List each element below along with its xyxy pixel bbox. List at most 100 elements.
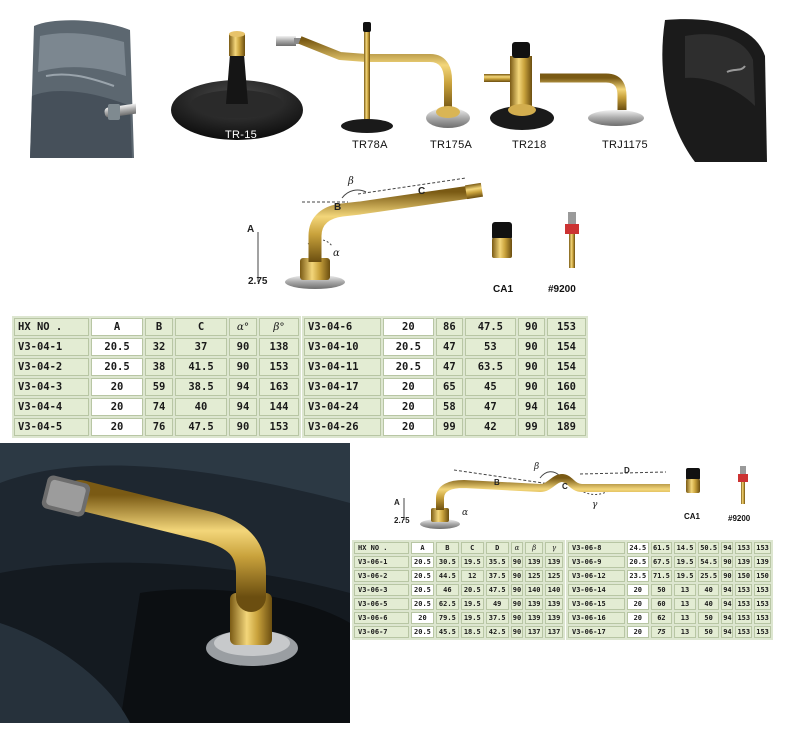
cell-beta: 153 xyxy=(735,598,753,610)
cell-a: 20.5 xyxy=(91,358,144,376)
cell-d: 37.5 xyxy=(485,570,509,582)
cell-d: 50.5 xyxy=(697,542,720,554)
table-row: V3-06-15 20 60 13 40 94 153 153 xyxy=(568,598,771,610)
cell-b: 67.5 xyxy=(650,556,673,568)
cell-beta: 140 xyxy=(525,584,544,596)
cell-beta: 139 xyxy=(525,598,544,610)
cell-model: V3-06-16 xyxy=(568,612,625,624)
cell-model: V3-06-2 xyxy=(354,570,409,582)
cell-b: 32 xyxy=(145,338,173,356)
cell-c: 19.5 xyxy=(674,570,696,582)
cell-b: 76 xyxy=(145,418,173,436)
cell-d: 50 xyxy=(697,612,720,624)
cell-model: V3-06-7 xyxy=(354,626,409,638)
cell-b: 75 xyxy=(650,626,673,638)
cell-b: 59 xyxy=(145,378,173,396)
cell-a: 20.5 xyxy=(383,338,434,356)
cell-alpha: 90 xyxy=(517,318,545,336)
cell-a: 20 xyxy=(383,398,434,416)
cell-a: 20 xyxy=(383,378,434,396)
cell-beta: 154 xyxy=(547,338,586,356)
cell-beta: 153 xyxy=(735,542,753,554)
cell-d: 50 xyxy=(697,626,720,638)
table-row: V3-06-6 20 79.5 19.5 37.5 90 139 139 xyxy=(354,612,563,624)
table-row: V3-06-14 20 50 13 40 94 153 153 xyxy=(568,584,771,596)
header-gamma: γ xyxy=(545,542,563,554)
cell-a: 20 xyxy=(411,612,434,624)
cell-beta: 160 xyxy=(547,378,586,396)
cell-a: 20 xyxy=(383,418,434,436)
cell-b: 74 xyxy=(145,398,173,416)
cell-gamma: 137 xyxy=(545,626,563,638)
table-row: V3-04-26 20 99 42 99 189 xyxy=(304,418,586,436)
dim2-alpha-label: α xyxy=(462,508,469,518)
cell-d: 40 xyxy=(697,584,720,596)
cell-a: 20.5 xyxy=(411,556,434,568)
cell-b: 86 xyxy=(435,318,463,336)
cell-a: 20 xyxy=(91,418,144,436)
cell-c: 53 xyxy=(465,338,516,356)
cell-alpha: 90 xyxy=(510,584,524,596)
cell-model: V3-06-12 xyxy=(568,570,625,582)
cell-model: V3-06-1 xyxy=(354,556,409,568)
cap-ca1-label: CA1 xyxy=(493,284,514,295)
cell-model: V3-06-17 xyxy=(568,626,625,638)
cell-c: 19.5 xyxy=(460,612,484,624)
cell-alpha: 90 xyxy=(517,378,545,396)
dim2-a-label: A xyxy=(394,498,400,507)
cell-b: 62.5 xyxy=(435,598,459,610)
cell-model: V3-06-3 xyxy=(354,584,409,596)
table-row: V3-04-1 20.5 32 37 90 138 xyxy=(14,338,299,356)
cell-alpha: 90 xyxy=(721,570,734,582)
cell-d: 54.5 xyxy=(697,556,720,568)
cell-d: 35.5 xyxy=(485,556,509,568)
dim2-c-label: C xyxy=(562,482,568,491)
cell-model: V3-06-6 xyxy=(354,612,409,624)
cell-c: 42 xyxy=(465,418,516,436)
core-9200-label: #9200 xyxy=(548,284,576,295)
cell-b: 30.5 xyxy=(435,556,459,568)
cell-beta: 125 xyxy=(525,570,544,582)
inner-tube-photo-right xyxy=(662,19,767,162)
table-row: V3-04-10 20.5 47 53 90 154 xyxy=(304,338,586,356)
table-row: V3-06-9 20.5 67.5 19.5 54.5 90 139 139 xyxy=(568,556,771,568)
header-alpha: α° xyxy=(229,318,257,336)
cell-model: V3-04-6 xyxy=(304,318,381,336)
cell-a: 20 xyxy=(91,398,144,416)
dim-b-label: B xyxy=(334,202,342,213)
cell-c: 13 xyxy=(674,598,696,610)
cell-alpha: 90 xyxy=(510,626,524,638)
cell-alpha: 94 xyxy=(229,378,257,396)
table-row: V3-04-3 20 59 38.5 94 163 xyxy=(14,378,299,396)
cell-gamma: 139 xyxy=(754,556,771,568)
dim-c-label: C xyxy=(418,186,426,197)
cell-beta: 153 xyxy=(258,358,299,376)
cell-model: V3-04-2 xyxy=(14,358,89,376)
table-row: V3-06-12 23.5 71.5 19.5 25.5 90 150 150 xyxy=(568,570,771,582)
cell-b: 47 xyxy=(435,358,463,376)
cell-c: 40 xyxy=(174,398,228,416)
cell-alpha: 90 xyxy=(229,358,257,376)
cell-model: V3-04-3 xyxy=(14,378,89,396)
cell-alpha: 90 xyxy=(517,358,545,376)
cell-d: 42.5 xyxy=(485,626,509,638)
spec-table-v3-06-left: HX NO . A B C D α β γ V3-06-1 20.5 30.5 … xyxy=(352,540,565,640)
cell-model: V3-06-8 xyxy=(568,542,625,554)
cell-a: 20.5 xyxy=(91,338,144,356)
cell-alpha: 94 xyxy=(721,626,734,638)
cell-d: 37.5 xyxy=(485,612,509,624)
header-alpha: α xyxy=(510,542,524,554)
header-hx-no: HX NO . xyxy=(354,542,409,554)
cell-a: 20 xyxy=(627,626,649,638)
cell-model: V3-04-24 xyxy=(304,398,381,416)
dim2-beta-label: β xyxy=(534,462,540,472)
cell-model: V3-06-9 xyxy=(568,556,625,568)
dim2-d-label: D xyxy=(624,466,630,475)
table-row: V3-04-4 20 74 40 94 144 xyxy=(14,398,299,416)
header-c: C xyxy=(174,318,228,336)
cell-c: 47.5 xyxy=(465,318,516,336)
cap2-ca1-label: CA1 xyxy=(684,512,701,521)
cell-gamma: 140 xyxy=(545,584,563,596)
cell-a: 23.5 xyxy=(627,570,649,582)
cell-c: 47 xyxy=(465,398,516,416)
